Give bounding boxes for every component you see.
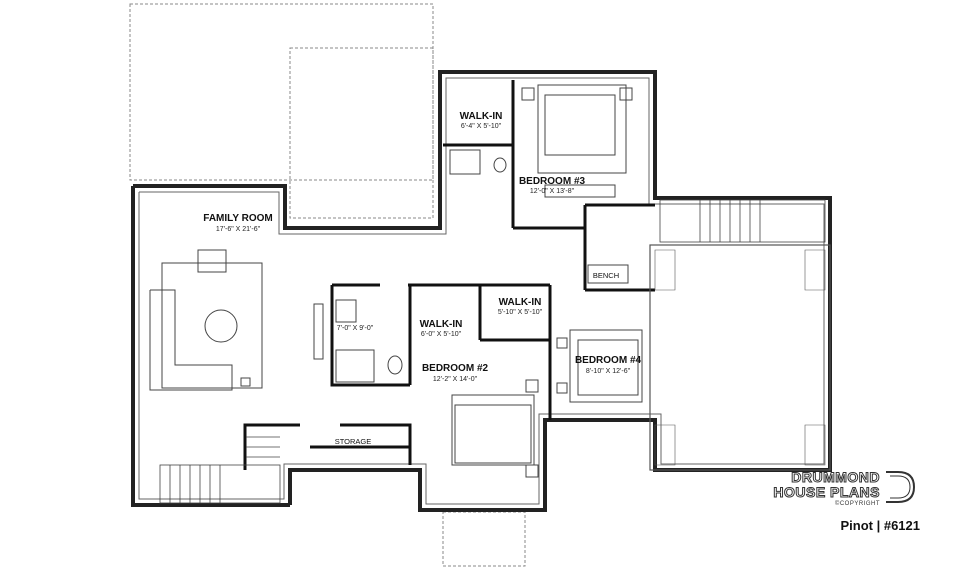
open-area bbox=[649, 244, 831, 471]
stairs-left bbox=[159, 436, 281, 504]
stairs-right bbox=[659, 199, 826, 243]
living-furniture bbox=[149, 249, 324, 391]
bedroom4-name: BEDROOM #4 bbox=[575, 355, 642, 366]
family-room-name: FAMILY ROOM bbox=[203, 213, 272, 224]
walkin-right-name: WALK-IN bbox=[499, 297, 542, 308]
storage-label: STORAGE bbox=[335, 437, 372, 446]
family-room-dim: 17'-6" X 21'-6" bbox=[216, 226, 261, 233]
bath-dim: 7'-0" X 9'-0" bbox=[337, 325, 374, 332]
bench-label: BENCH bbox=[593, 271, 619, 280]
bedroom3-name: BEDROOM #3 bbox=[519, 176, 586, 187]
walkin-top-dim: 6'-4" X 5'-10" bbox=[461, 123, 502, 130]
bed-4 bbox=[556, 329, 643, 403]
brand-d-icon bbox=[886, 471, 916, 503]
bedroom3-dim: 12'-0" X 13'-8" bbox=[530, 188, 575, 195]
walkin-mid-dim: 6'-0" X 5'-10" bbox=[421, 331, 462, 338]
brand-name-line1: DRUMMOND bbox=[791, 469, 880, 485]
plan-id: Pinot | #6121 bbox=[840, 518, 920, 533]
walkin-mid-name: WALK-IN bbox=[420, 319, 463, 330]
bedroom2-name: BEDROOM #2 bbox=[422, 363, 489, 374]
bedroom4-dim: 8'-10" X 12'-6" bbox=[586, 368, 631, 375]
bedroom2-dim: 12'-2" X 14'-0" bbox=[433, 376, 478, 383]
walkin-right-dim: 5'-10" X 5'-10" bbox=[498, 309, 543, 316]
bed-3 bbox=[521, 84, 633, 198]
copyright-notice: ©COPYRIGHT bbox=[834, 501, 880, 507]
bench-outline bbox=[587, 264, 629, 284]
brand-name-line2: HOUSE PLANS bbox=[773, 484, 880, 500]
interior-walls bbox=[243, 80, 655, 470]
walkin-top-name: WALK-IN bbox=[460, 111, 503, 122]
bed-2 bbox=[451, 379, 539, 478]
room-labels: FAMILY ROOM 17'-6" X 21'-6" WALK-IN 6'-4… bbox=[203, 111, 641, 446]
brand-logo: DRUMMOND HOUSE PLANS ©COPYRIGHT bbox=[740, 469, 880, 508]
dashed-outlines bbox=[129, 3, 526, 567]
bath-fixtures bbox=[335, 149, 507, 383]
